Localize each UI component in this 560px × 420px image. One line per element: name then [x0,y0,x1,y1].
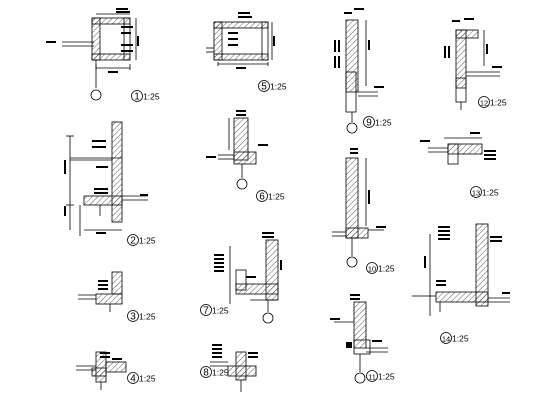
detail-12-label: 12 1:25 [478,96,507,108]
detail-3-scale: 1:25 [139,312,156,322]
detail-13-number: 13 [472,189,480,198]
detail-13-annotations [420,132,496,160]
detail-11-annotations [330,294,382,348]
detail-5-scale: 1:25 [270,82,287,92]
detail-11-number: 11 [368,373,376,382]
detail-11-drawing [330,294,388,384]
detail-1-number: 1 [134,92,140,103]
detail-2-annotations [64,140,148,234]
detail-4-number: 4 [130,374,136,385]
detail-10-number: 10 [368,265,376,274]
detail-2-drawing [64,121,148,236]
detail-6-drawing [206,110,268,190]
detail-5-label: 5 1:25 [258,80,287,93]
detail-3-annotations [98,280,108,290]
detail-1-annotations [46,8,139,73]
detail-14-annotations [424,226,510,294]
detail-13-label: 13 1:25 [470,186,499,198]
detail-6-scale: 1:25 [268,192,285,202]
detail-7-number: 7 [203,306,209,317]
detail-8-scale: 1:25 [212,368,229,378]
detail-4-drawing [76,351,127,390]
detail-7-annotations [214,232,282,278]
detail-8-number: 8 [203,368,209,379]
detail-6-number: 6 [259,192,265,203]
detail-12-number: 12 [480,99,488,108]
detail-7-scale: 1:25 [212,306,229,316]
detail-3-drawing [78,271,123,312]
detail-5-annotations [228,12,275,69]
detail-10-label: 10 1:25 [366,262,395,274]
detail-11-label: 11 1:25 [366,370,395,382]
detail-9-drawing [334,8,384,134]
detail-9-label: 9 1:25 [363,116,392,129]
detail-14-scale: 1:25 [452,334,469,344]
detail-4-annotations [100,352,122,360]
detail-14-label: 14 1:25 [440,332,469,344]
detail-6-label: 6 1:25 [256,190,285,203]
detail-7-drawing [214,232,282,324]
detail-10-drawing [332,148,386,268]
detail-12-annotations [444,18,502,68]
detail-13-scale: 1:25 [482,188,499,198]
detail-1-drawing [46,8,139,101]
detail-14-number: 14 [442,335,450,344]
detail-13-drawing [420,132,496,165]
detail-11-scale: 1:25 [378,372,395,382]
detail-4-scale: 1:25 [139,374,156,384]
detail-12-drawing [444,18,502,110]
detail-7-label: 7 1:25 [200,304,229,317]
detail-2-scale: 1:25 [139,236,156,246]
detail-8-annotations [212,344,258,358]
detail-9-annotations [334,8,384,88]
detail-3-label: 3 1:25 [127,310,156,323]
detail-5-drawing [206,12,275,69]
detail-14-drawing [412,223,510,316]
detail-2-number: 2 [130,236,136,247]
detail-8-label: 8 1:25 [200,366,229,379]
detail-6-annotations [206,110,268,158]
detail-10-annotations [350,148,386,228]
detail-1-label: 1 1:25 [131,90,160,103]
detail-10-scale: 1:25 [378,264,395,274]
detail-3-number: 3 [130,312,136,323]
detail-5-number: 5 [261,82,267,93]
detail-9-number: 9 [366,118,372,129]
detail-1-scale: 1:25 [143,92,160,102]
detail-4-label: 4 1:25 [127,372,156,385]
detail-8-drawing [210,344,258,392]
detail-9-scale: 1:25 [375,118,392,128]
detail-12-scale: 1:25 [490,98,507,108]
detail-2-label: 2 1:25 [127,234,156,247]
